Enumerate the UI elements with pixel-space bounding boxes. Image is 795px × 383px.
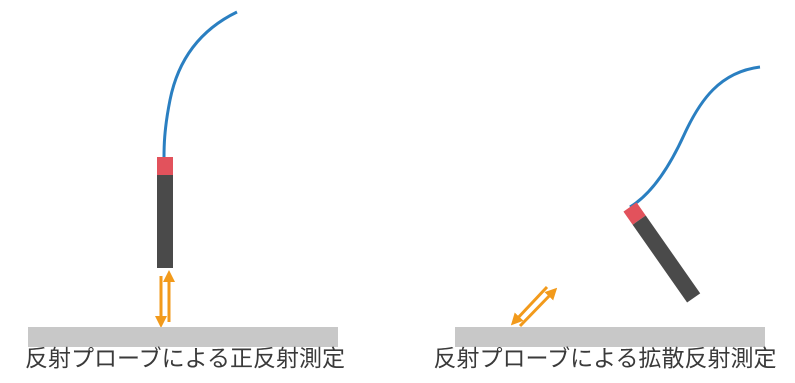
specular-caption: 反射プローブによる正反射測定 xyxy=(25,346,345,372)
probe-tip-right xyxy=(623,202,646,225)
fiber-cable-right xyxy=(629,65,761,209)
incident-light-arrow-right xyxy=(510,285,549,326)
diffuse-measurement-diagram xyxy=(455,65,765,347)
specular-measurement-diagram xyxy=(28,10,338,347)
sample-surface-left xyxy=(28,327,338,347)
fiber-cable-left xyxy=(162,10,238,159)
sample-surface-right xyxy=(455,327,765,347)
probe-body-right xyxy=(632,215,701,303)
diffuse-caption: 反射プローブによる拡散反射測定 xyxy=(433,346,777,372)
probe-tip-left xyxy=(157,157,173,175)
probe-body-left xyxy=(157,175,173,268)
reflected-light-arrow-right xyxy=(518,287,558,328)
